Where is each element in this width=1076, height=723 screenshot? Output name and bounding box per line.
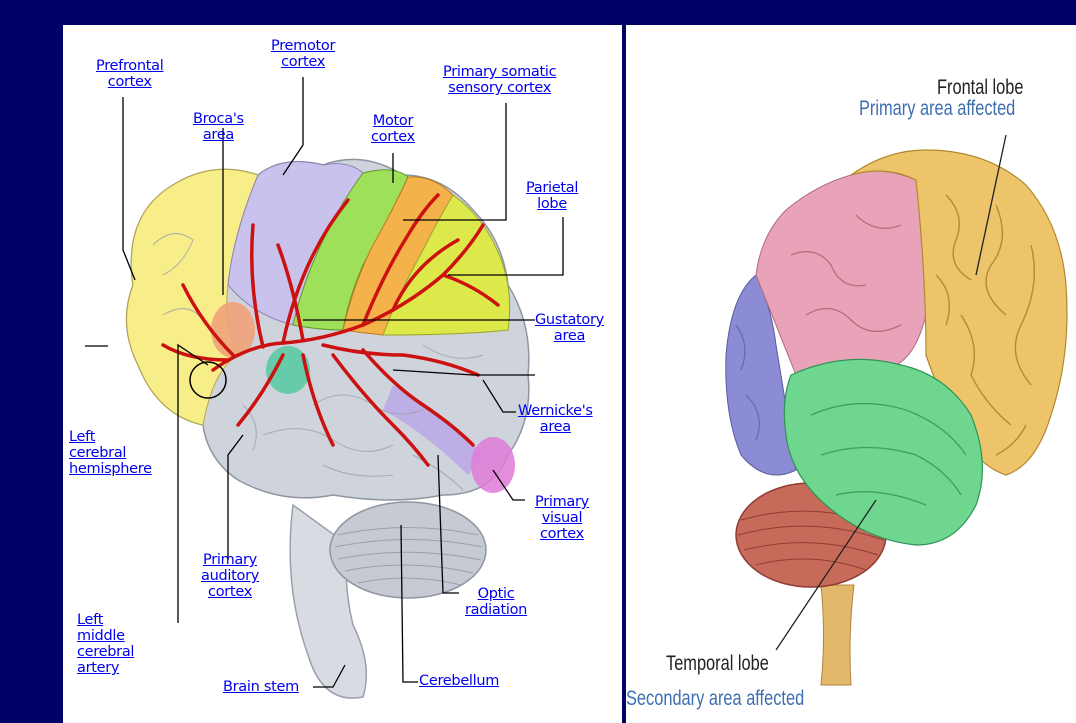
frontal-lobe-note: Primary area affected: [859, 97, 1015, 121]
auditory-region: [266, 346, 310, 394]
temporal-lobe-title: Temporal lobe: [666, 652, 769, 676]
visual-cortex-region: [471, 437, 515, 493]
temporal-lobe-note: Secondary area affected: [626, 687, 804, 711]
label-brain-stem[interactable]: Brain stem: [223, 679, 299, 695]
right-brain-diagram: Frontal lobe Primary area affected Tempo…: [626, 25, 1076, 723]
brainstem-shape: [821, 585, 854, 685]
parietal-lobe: [756, 171, 926, 375]
left-brain-illustration: [63, 25, 622, 723]
cerebellum-shape: [330, 502, 486, 598]
right-brain-illustration: [626, 25, 1076, 723]
label-cerebellum[interactable]: Cerebellum: [419, 673, 499, 689]
